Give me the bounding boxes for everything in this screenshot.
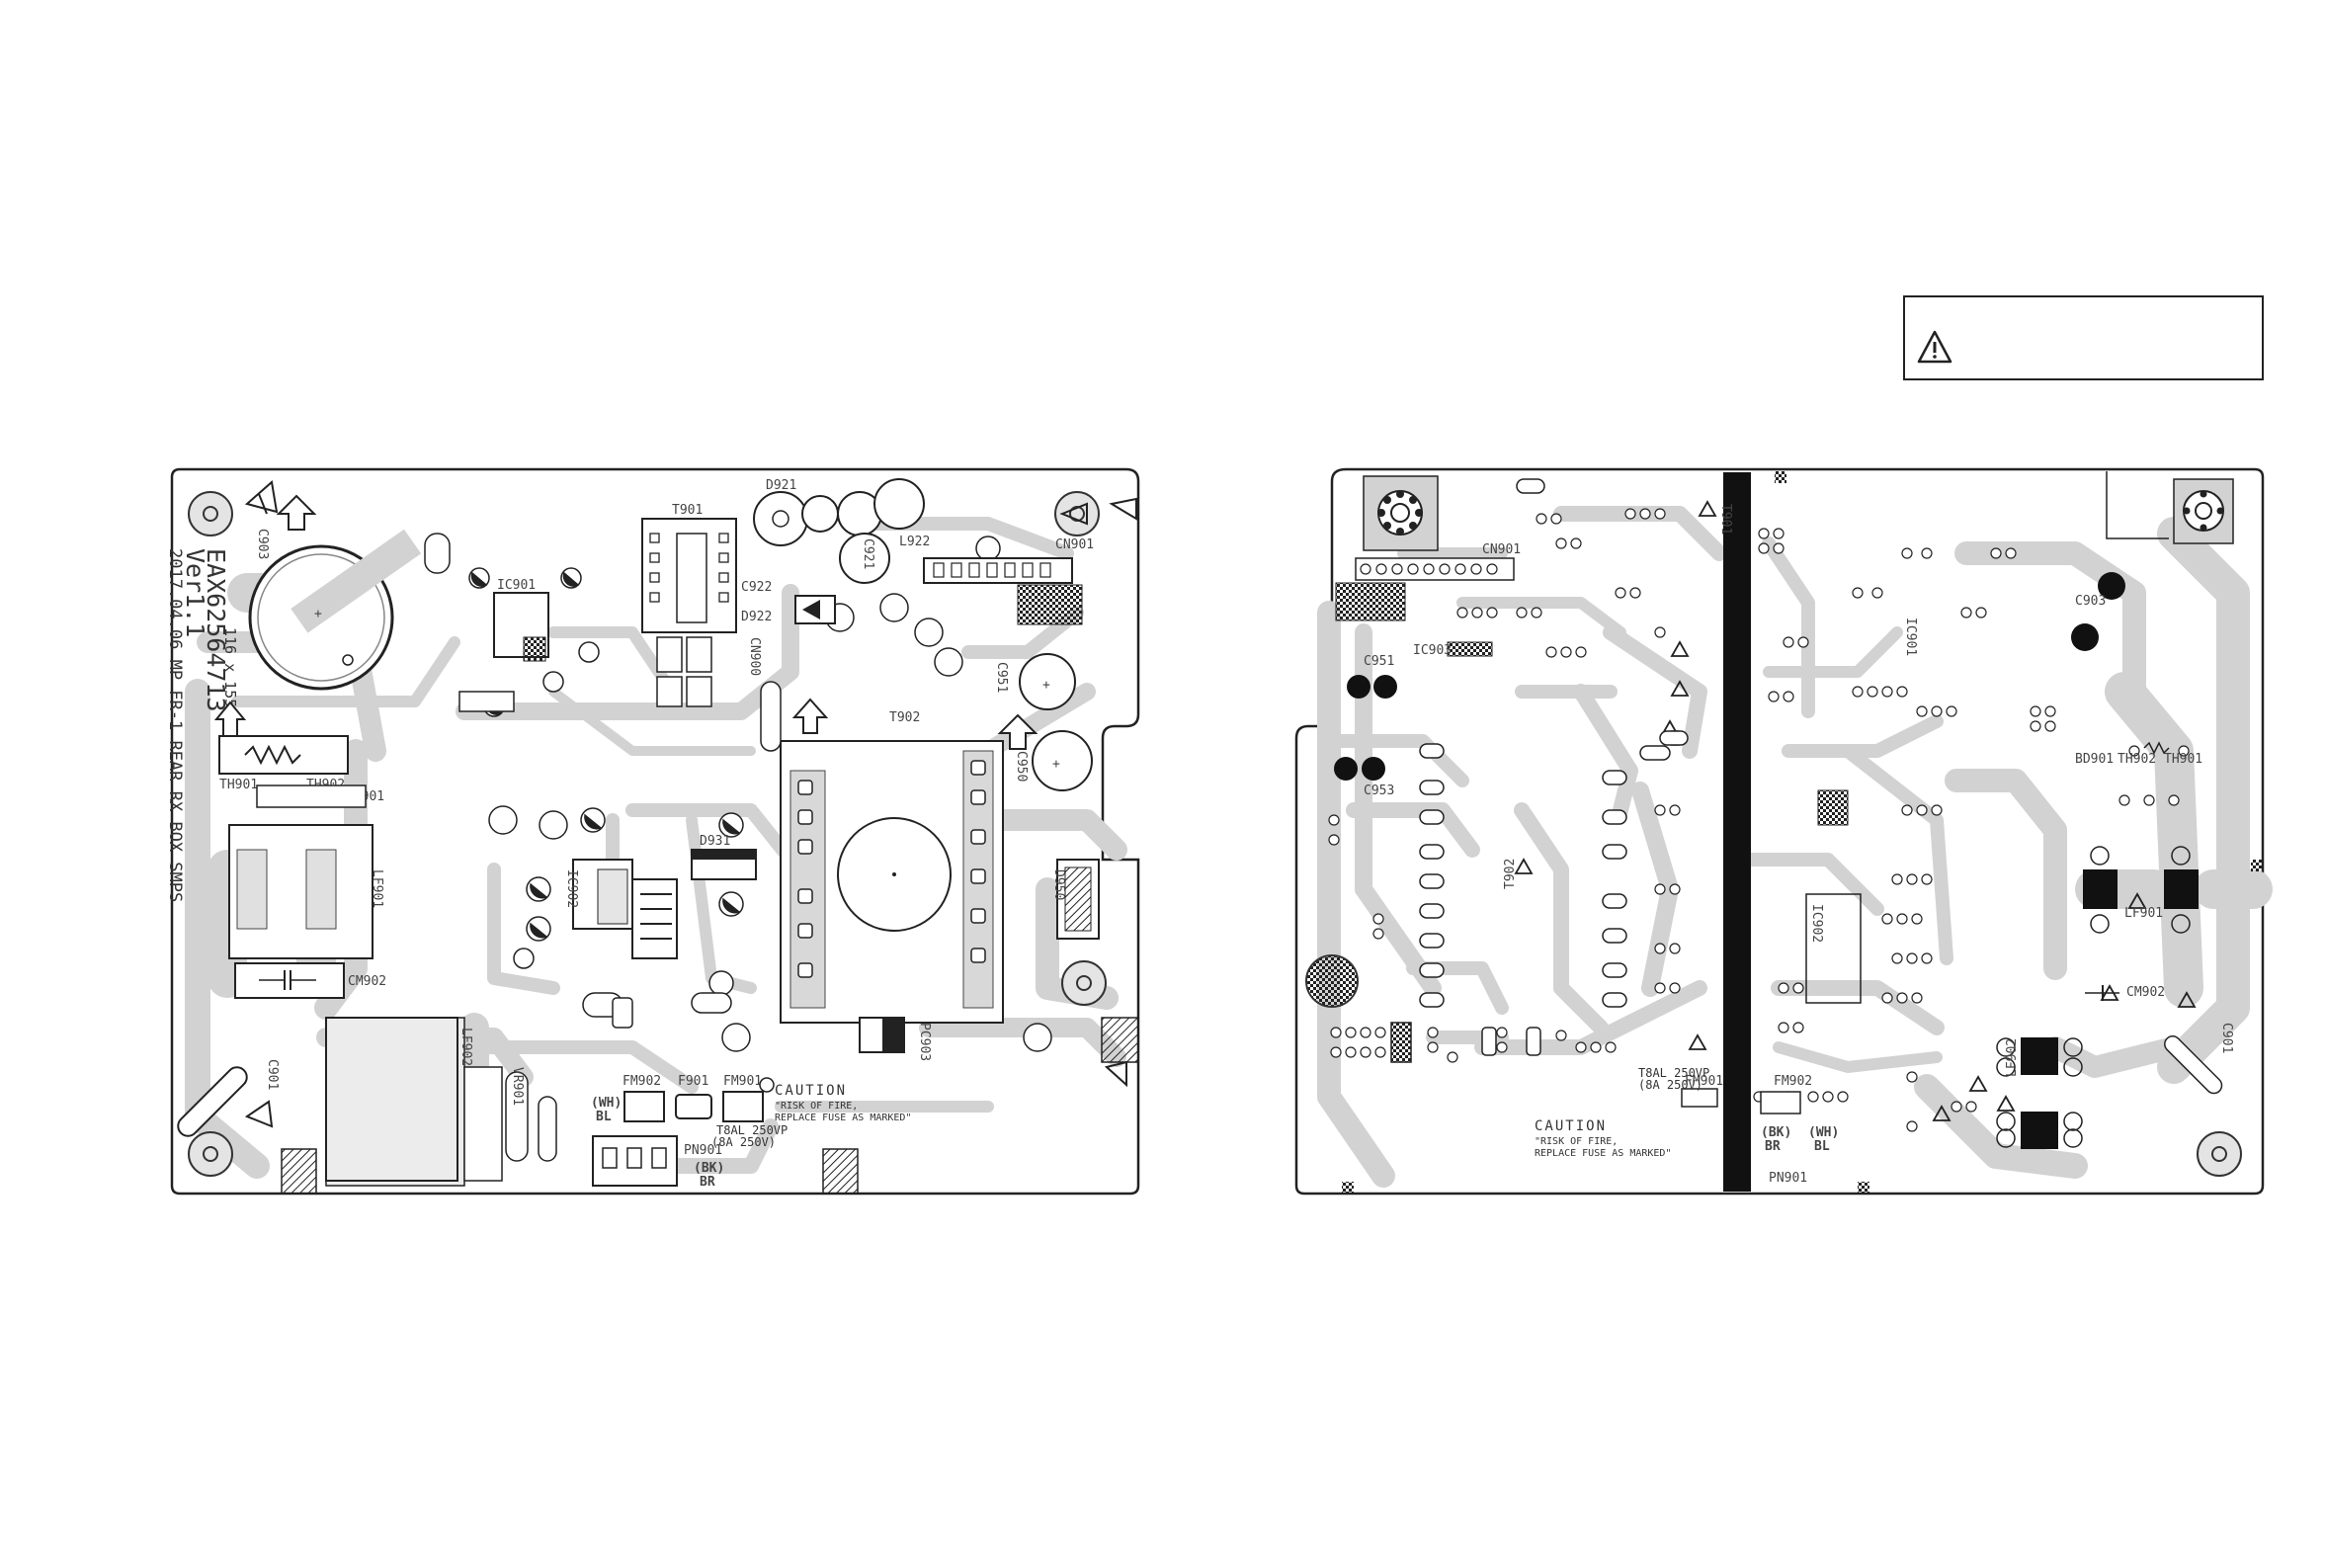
label-pc903: PC903	[917, 1023, 932, 1061]
label-pn901: PN901	[1769, 1171, 1807, 1186]
caution-line1: "RISK OF FIRE,	[775, 1101, 858, 1112]
up-arrow-icon	[276, 494, 317, 531]
label-c953: C953	[1364, 784, 1394, 798]
label-cn900: CN900	[747, 637, 762, 676]
label-c903: C903	[2075, 594, 2106, 609]
label-c950: C950	[1014, 751, 1029, 782]
svg-text:+: +	[1052, 757, 1060, 772]
label-t901: T901	[1718, 504, 1733, 535]
label-c951: C951	[994, 662, 1009, 693]
up-arrow-icon	[791, 698, 829, 734]
board-divider-bar	[1723, 472, 1751, 1192]
label-cn901: CN901	[1055, 537, 1094, 552]
right-lf901-cores	[1996, 846, 2199, 1149]
label-t901: T901	[672, 503, 703, 518]
label-ic903: IC903	[1413, 643, 1452, 658]
fuse-rating: T8AL 250VP	[1638, 1066, 1709, 1080]
caution-line1: "RISK OF FIRE,	[1535, 1136, 1618, 1147]
label-ic901: IC901	[1903, 618, 1918, 656]
label-lf901: LF901	[370, 869, 384, 908]
label-c921: C921	[861, 538, 875, 569]
label-c903: C903	[255, 529, 270, 559]
caution-line2: REPLACE FUSE AS MARKED"	[775, 1113, 911, 1123]
warning-triangle-icon	[1917, 330, 1952, 364]
label-c901: C901	[265, 1059, 280, 1090]
label-t902: T902	[889, 710, 920, 725]
label-vr901: VR901	[510, 1067, 525, 1106]
label-br: BR	[700, 1175, 715, 1190]
label-c951: C951	[1364, 654, 1394, 669]
pcb-date-line: 2017.04.06 MP FR-1 REAR RX BOX SMPS	[165, 548, 185, 902]
label-fm902: FM902	[623, 1074, 661, 1089]
label-th902: TH902	[2117, 752, 2156, 767]
label-d950: D950	[1051, 869, 1066, 900]
label-d921: D921	[766, 478, 796, 493]
label-d931: D931	[700, 834, 730, 849]
svg-text:+: +	[1042, 678, 1050, 693]
label-pn901: PN901	[684, 1143, 722, 1158]
caution-title: CAUTION	[1535, 1118, 1607, 1134]
label-ic901: IC901	[497, 578, 536, 593]
label-lf901: LF901	[2124, 906, 2163, 921]
label-fm901: FM901	[1685, 1074, 1723, 1089]
label-cm902: CM902	[348, 974, 386, 989]
label-br: BR	[1765, 1139, 1781, 1154]
right-t902-footprint	[1419, 743, 1627, 1008]
label-bl: BL	[596, 1110, 612, 1124]
label-c901: C901	[2219, 1023, 2234, 1053]
right-pcb-board: CN901 IC903 C951 C953 C903 T902	[1294, 467, 2273, 1196]
label-cm902: CM902	[2126, 985, 2165, 1000]
svg-text:+: +	[314, 607, 322, 621]
fuse-rating: T8AL 250VP	[716, 1123, 788, 1137]
caution-line2: REPLACE FUSE AS MARKED"	[1535, 1148, 1671, 1159]
label-f901: F901	[678, 1074, 708, 1089]
left-mounting-holes	[188, 491, 1107, 1177]
left-misc-components	[424, 533, 782, 1029]
pcb-size: 116 x 155	[221, 627, 239, 707]
warning-box	[1903, 295, 2264, 380]
corner-marker-icon	[244, 480, 1137, 1128]
pcb-id: EAX62564713	[202, 548, 230, 712]
bulk-capacitor-c903: +	[248, 529, 422, 691]
label-bk: (BK)	[694, 1161, 724, 1176]
label-ic902: IC902	[1809, 904, 1824, 943]
label-c922: C922	[741, 580, 772, 595]
fuse-rating-note: (8A 250V)	[1638, 1078, 1702, 1092]
label-th901: TH901	[2164, 752, 2202, 767]
right-small-pads	[1328, 508, 2190, 1132]
fuse-rating-note: (8A 250V)	[711, 1135, 776, 1149]
transformer-t902	[780, 740, 1004, 1024]
label-lf902: LF902	[2005, 1038, 2020, 1077]
pcb-version: Ver1.1	[181, 548, 209, 637]
label-cn901: CN901	[1482, 542, 1521, 557]
connector-icon	[2173, 478, 2234, 544]
label-th901: TH901	[219, 778, 258, 792]
label-wh: (WH)	[1808, 1125, 1839, 1140]
label-fm901: FM901	[723, 1074, 762, 1089]
up-arrow-icon	[997, 713, 1038, 750]
label-ic902: IC902	[564, 869, 579, 908]
left-pcb-board: + 116 x 155 EAX62564713 Ver1.1 2017.04.0…	[165, 467, 1140, 1196]
right-dark-capacitors	[1334, 572, 2125, 781]
label-l922: L922	[899, 535, 930, 549]
connector-icon	[1363, 475, 1439, 551]
label-wh: (WH)	[591, 1096, 622, 1111]
caution-title: CAUTION	[775, 1083, 847, 1099]
label-fm902: FM902	[1774, 1074, 1812, 1089]
right-mounting-holes	[1305, 954, 2242, 1177]
label-d922: D922	[741, 610, 772, 624]
label-lf902: LF902	[458, 1028, 473, 1066]
label-bd901: BD901	[2075, 752, 2114, 767]
right-checker-markers	[1342, 471, 2263, 1194]
label-bk: (BK)	[1761, 1125, 1791, 1140]
label-bl: BL	[1814, 1139, 1830, 1154]
label-t902: T902	[1503, 859, 1518, 889]
